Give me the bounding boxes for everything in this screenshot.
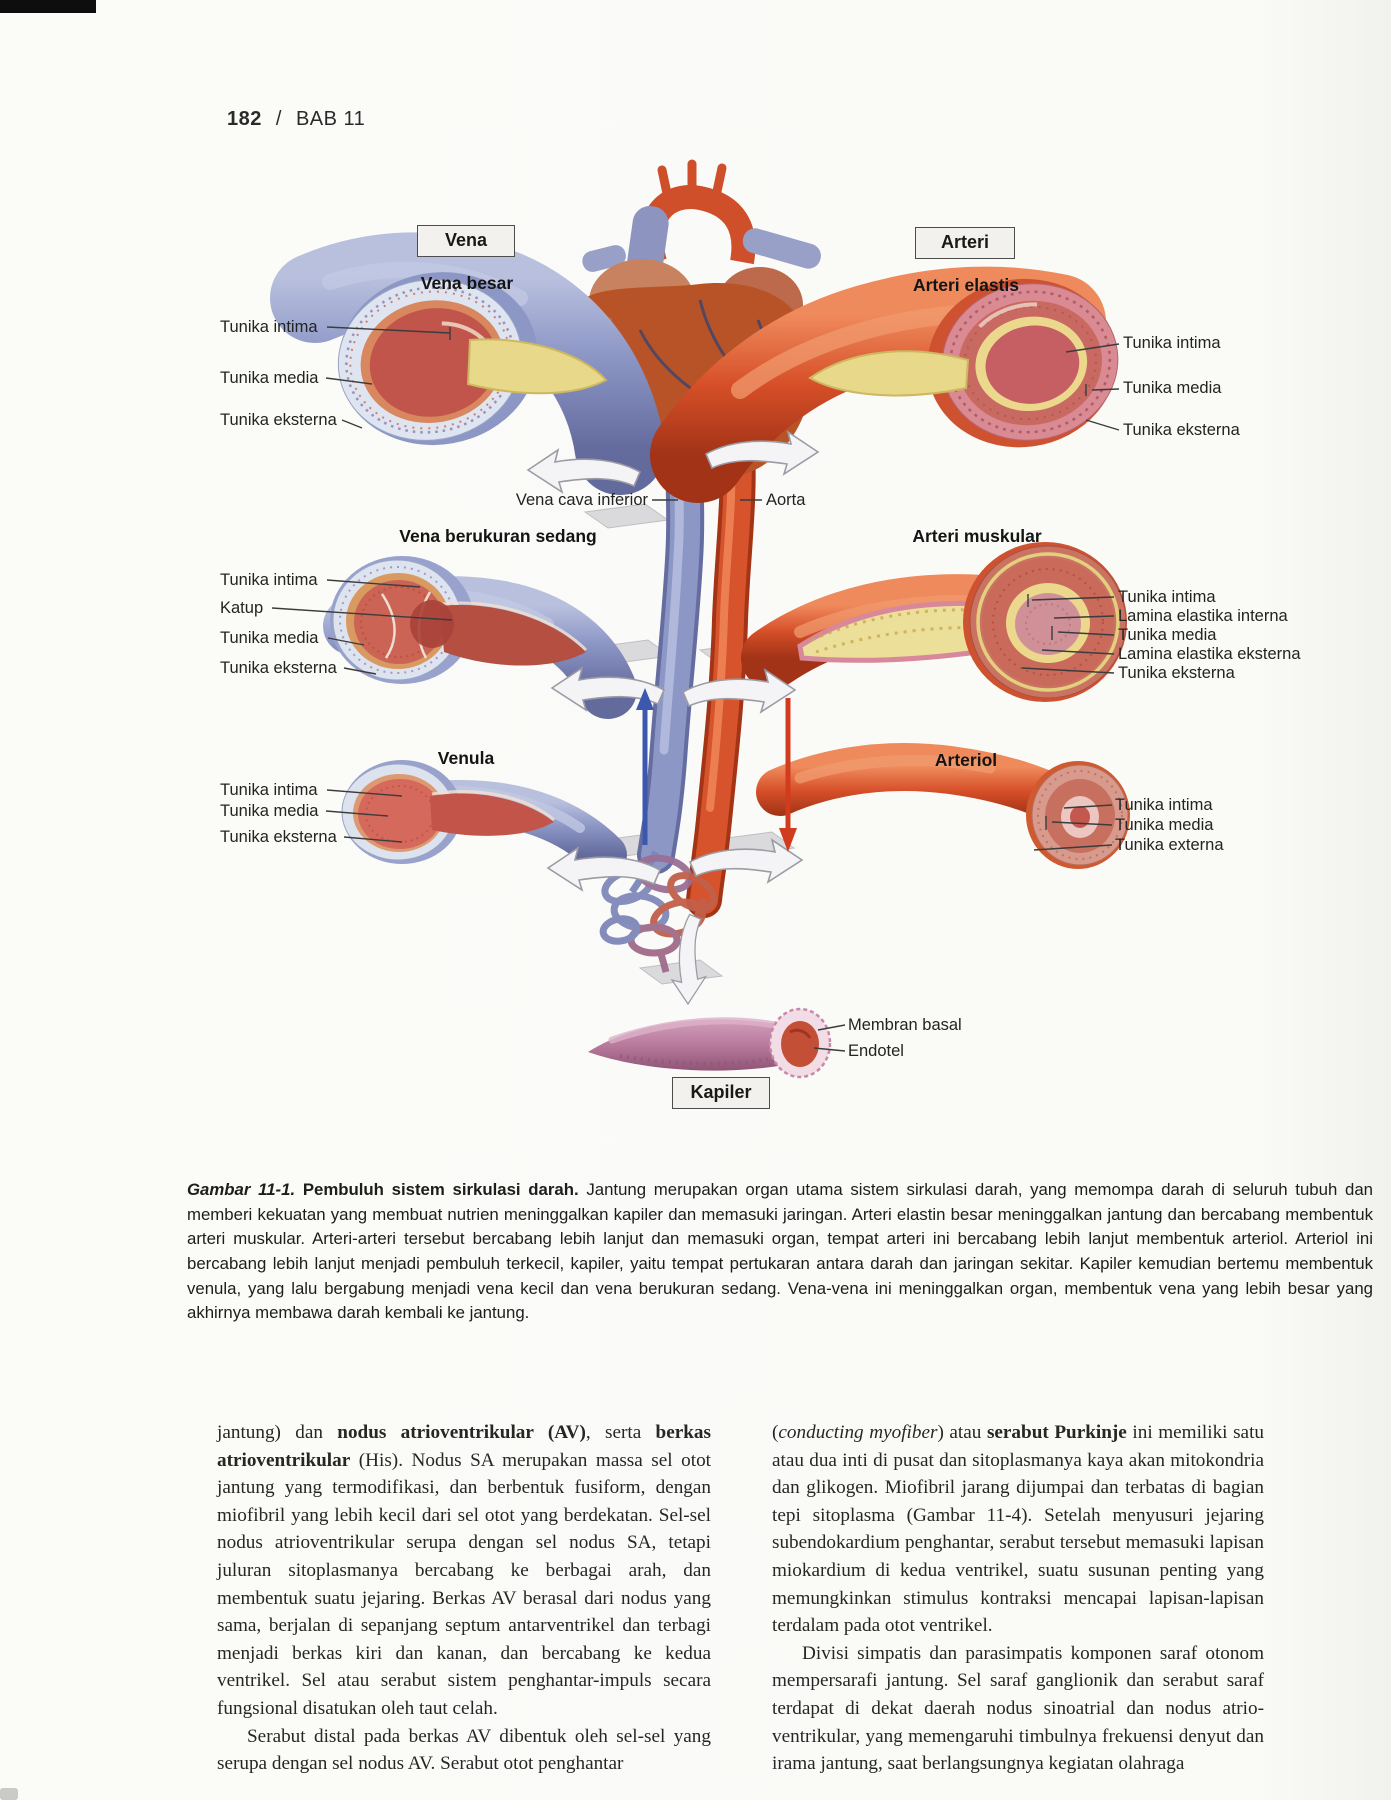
venula-tunika-eksterna-label: Tunika eksterna	[220, 828, 337, 846]
vena-besar-tunika-media-label: Tunika media	[220, 369, 319, 387]
right-paragraph-2: Divisi simpatis dan parasimpatis kompone…	[772, 1642, 1264, 1775]
body-left-column: jantung) dan nodus atrioventrikular (AV)…	[217, 1419, 711, 1778]
arteri-muskular-vessel	[741, 542, 1127, 702]
vena-group-box: Vena	[417, 225, 515, 257]
arterial-flow-arrow	[779, 698, 797, 852]
arteri-elastis-title: Arteri elastis	[912, 275, 1020, 295]
arteri-muskular-lamina-eksterna-label: Lamina elastika eksterna	[1118, 645, 1301, 663]
venula-tunika-media-label: Tunika media	[220, 802, 319, 820]
arteri-elastis-tunika-media-label: Tunika media	[1123, 379, 1222, 397]
arteriol-tunika-intima-label: Tunika intima	[1115, 796, 1213, 814]
junction-arrows	[527, 431, 819, 1005]
heart	[568, 159, 821, 479]
vena-besar-title: Vena besar	[420, 273, 514, 293]
aorta-vessel	[686, 432, 756, 918]
venous-flow-arrow	[636, 688, 654, 845]
membran-basal-label: Membran basal	[848, 1016, 962, 1034]
venula-title: Venula	[437, 748, 495, 768]
page-divider: /	[275, 108, 282, 130]
vena-cava-inferior-label: Vena cava inferior	[515, 491, 648, 509]
vena-sedang-tunika-media-label: Tunika media	[220, 629, 319, 647]
vena-cava-vessel	[637, 366, 706, 874]
vena-besar-tunika-intima-label: Tunika intima	[220, 318, 318, 336]
endotel-label: Endotel	[848, 1042, 904, 1060]
body-right-column: (conducting myofiber) atau serabut Purki…	[772, 1419, 1264, 1778]
page-header: 182 / BAB 11	[227, 108, 365, 131]
scan-smudge	[0, 1788, 18, 1800]
arteri-muskular-tunika-media-label: Tunika media	[1118, 626, 1217, 644]
page-number: 182	[227, 108, 262, 130]
arteriol-tunika-externa-label: Tunika externa	[1115, 836, 1224, 854]
figure-caption: Gambar 11-1. Pembuluh sistem sirkulasi d…	[187, 1179, 1373, 1323]
left-paragraph-1: jantung) dan nodus atrioventrikular (AV)…	[217, 1422, 711, 1719]
kapiler-vessel	[588, 1007, 832, 1079]
arteri-elastis-tunika-intima-label: Tunika intima	[1123, 334, 1221, 352]
vena-sedang-tunika-intima-label: Tunika intima	[220, 571, 318, 589]
arteri-muskular-tunika-intima-label: Tunika intima	[1118, 588, 1216, 606]
chapter-label: BAB 11	[295, 108, 366, 130]
aorta-label: Aorta	[766, 491, 806, 509]
vena-sedang-vessel	[323, 556, 637, 719]
leader-lines	[271, 326, 1120, 1052]
arteriol-title: Arteriol	[934, 750, 998, 770]
arteriol-tunika-media-label: Tunika media	[1115, 816, 1214, 834]
arteriol-vessel	[756, 743, 1130, 869]
arteri-muskular-title: Arteri muskular	[912, 526, 1042, 546]
junction-plates	[583, 503, 796, 985]
vena-sedang-title: Vena berukuran sedang	[399, 526, 597, 546]
vena-sedang-katup-label: Katup	[220, 599, 264, 617]
arteri-muskular-lamina-interna-label: Lamina elastika interna	[1118, 607, 1288, 625]
left-paragraph-2: Serabut distal pada berkas AV dibentuk o…	[217, 1725, 711, 1775]
arteri-muskular-tunika-eksterna-label: Tunika eksterna	[1118, 664, 1235, 682]
venula-vessel	[341, 760, 627, 877]
capillary-web	[599, 850, 717, 973]
arteri-group-box: Arteri	[915, 227, 1015, 259]
venula-tunika-intima-label: Tunika intima	[220, 781, 318, 799]
kapiler-group-box: Kapiler	[672, 1077, 770, 1109]
vena-besar-tunika-eksterna-label: Tunika eksterna	[220, 411, 337, 429]
scan-artifact-bar	[0, 0, 96, 13]
right-paragraph-1: (conducting myofiber) atau serabut Purki…	[772, 1422, 1264, 1637]
vena-sedang-tunika-eksterna-label: Tunika eksterna	[220, 659, 337, 677]
arteri-elastis-tunika-eksterna-label: Tunika eksterna	[1123, 421, 1240, 439]
